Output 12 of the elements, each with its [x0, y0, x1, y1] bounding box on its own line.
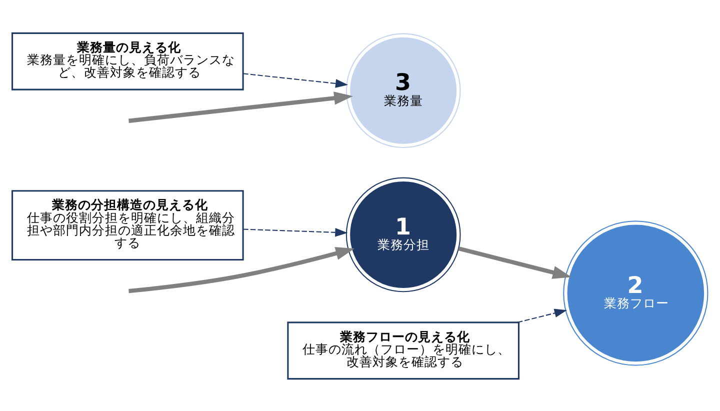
arrow	[243, 228, 348, 236]
node-box: 業務量の見える化 業務量を明確にし、負荷バランスなど、改善対象を確認する	[11, 32, 244, 90]
node-circle: 1 業務分担	[346, 176, 461, 292]
arrow	[128, 246, 355, 293]
arrow	[128, 91, 353, 122]
node-box: 業務の分担構造の見える化 仕事の役割分担を明確にし、組織分担や部門内分担の適正化余地を確認する	[11, 190, 244, 260]
node-box: 業務フローの見える化 仕事の流れ（フロー）を明確にし、改善対象を確認する	[287, 321, 520, 380]
arrow	[517, 308, 567, 322]
node-circle: 3 業務量	[346, 32, 461, 148]
arrow	[243, 72, 348, 88]
node-circle: 2 業務フロー	[563, 220, 708, 366]
arrow	[458, 246, 572, 278]
